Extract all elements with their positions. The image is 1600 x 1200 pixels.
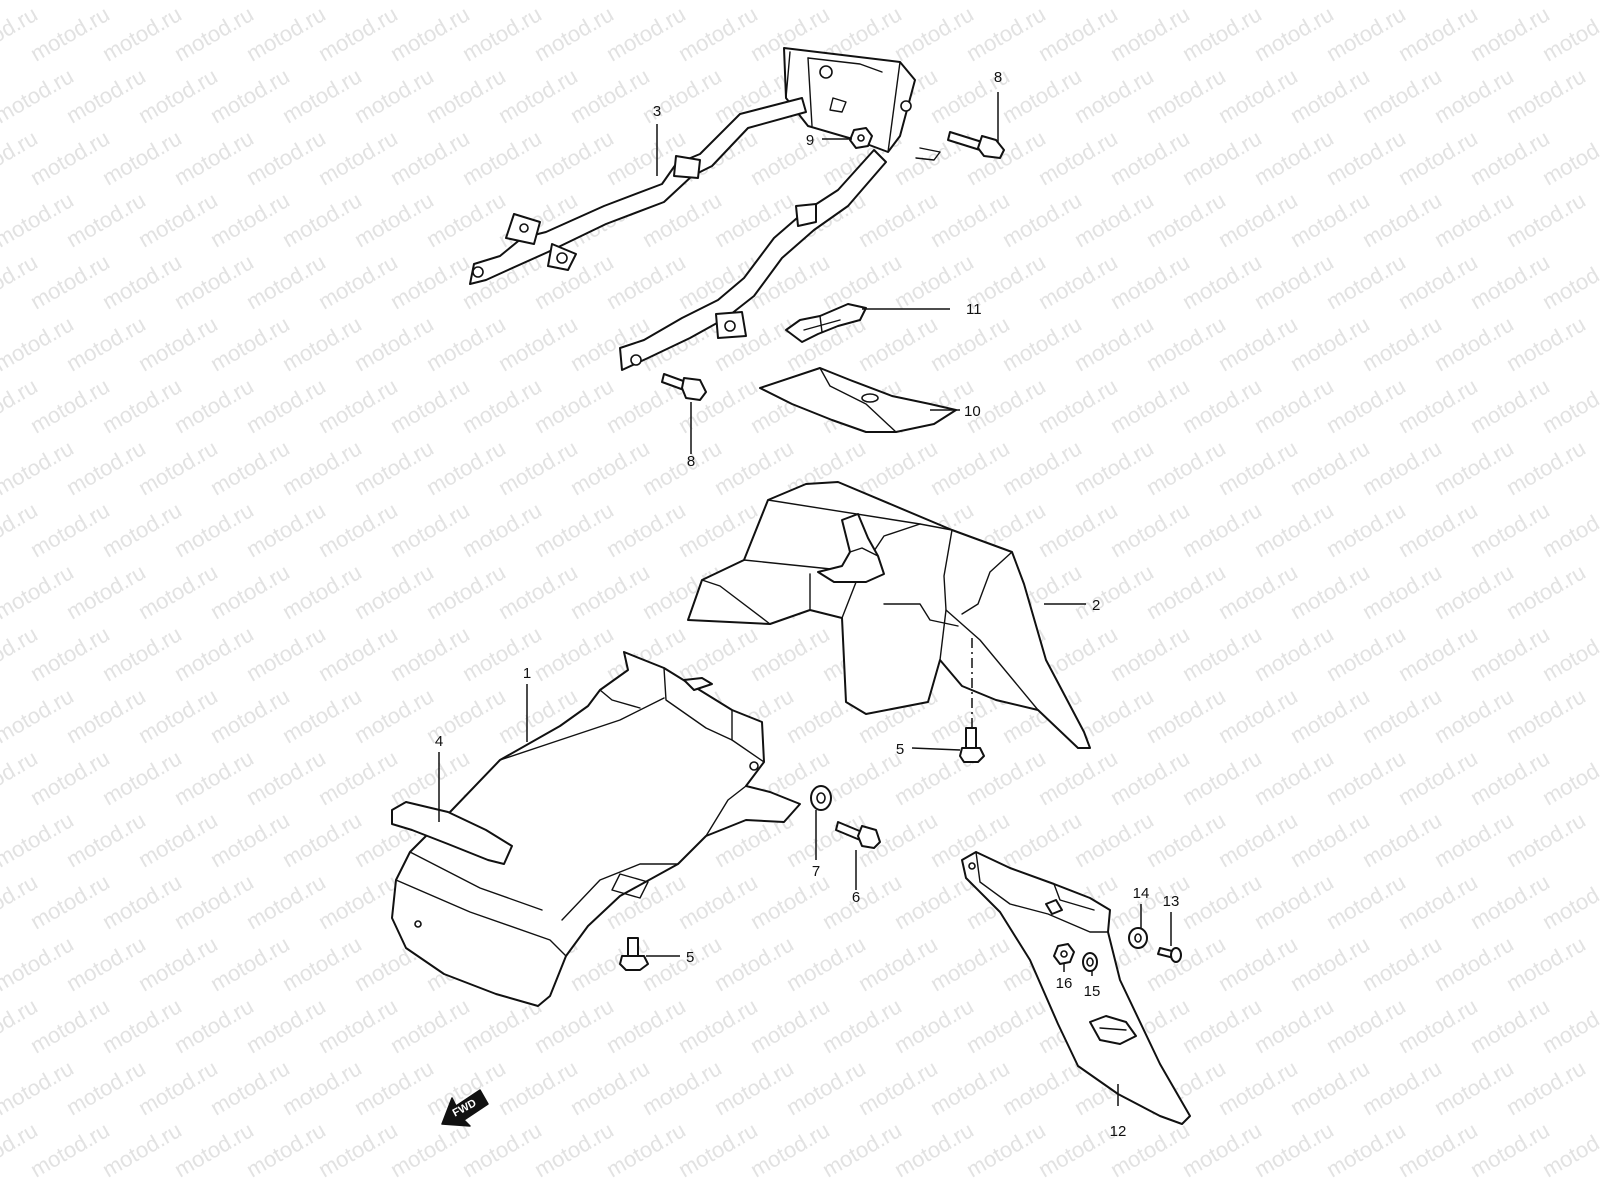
callout-8-bottom: 8 bbox=[687, 453, 695, 470]
callout-2: 2 bbox=[1092, 597, 1100, 614]
part-6-bolt bbox=[835, 821, 881, 849]
callout-5-upper: 5 bbox=[896, 741, 904, 758]
callout-8-top: 8 bbox=[994, 69, 1002, 86]
callout-6: 6 bbox=[852, 889, 860, 906]
callout-7: 7 bbox=[812, 863, 820, 880]
part-7-washer bbox=[810, 785, 832, 811]
leader-lines bbox=[438, 92, 1172, 1106]
part-8-bolt-bottom bbox=[661, 373, 707, 401]
part-14-washer bbox=[1128, 927, 1148, 949]
callout-13: 13 bbox=[1163, 893, 1180, 910]
part-11-bracket bbox=[785, 303, 867, 343]
callout-10: 10 bbox=[964, 403, 981, 420]
callout-3: 3 bbox=[653, 103, 661, 120]
part-15-washer bbox=[1082, 952, 1098, 972]
part-9-nut bbox=[849, 127, 873, 149]
part-4-reflector-strip bbox=[391, 801, 513, 865]
part-5-bolt-upper bbox=[959, 727, 985, 763]
callout-11: 11 bbox=[966, 301, 982, 318]
part-3-seat-rail-frame bbox=[469, 47, 941, 371]
callout-15: 15 bbox=[1084, 983, 1101, 1000]
callout-5-lower: 5 bbox=[686, 949, 694, 966]
callout-labels: 3 8 9 11 10 8 2 1 4 5 7 6 5 14 13 16 15 … bbox=[435, 69, 1180, 1140]
callout-14: 14 bbox=[1133, 885, 1150, 902]
part-10-cover-plate bbox=[759, 367, 957, 433]
part-5-bolt-lower bbox=[619, 937, 649, 971]
part-8-bolt-top bbox=[947, 131, 1005, 159]
callout-4: 4 bbox=[435, 733, 443, 750]
callout-9: 9 bbox=[806, 132, 814, 149]
part-2-inner-fender bbox=[687, 481, 1091, 749]
part-16-nut bbox=[1053, 943, 1075, 965]
callout-1: 1 bbox=[523, 665, 531, 682]
part-13-screw bbox=[1157, 947, 1182, 963]
part-1-rear-fender bbox=[391, 651, 801, 1007]
part-12-license-bracket bbox=[961, 851, 1191, 1125]
callout-16: 16 bbox=[1056, 975, 1073, 992]
callout-12: 12 bbox=[1110, 1123, 1127, 1140]
